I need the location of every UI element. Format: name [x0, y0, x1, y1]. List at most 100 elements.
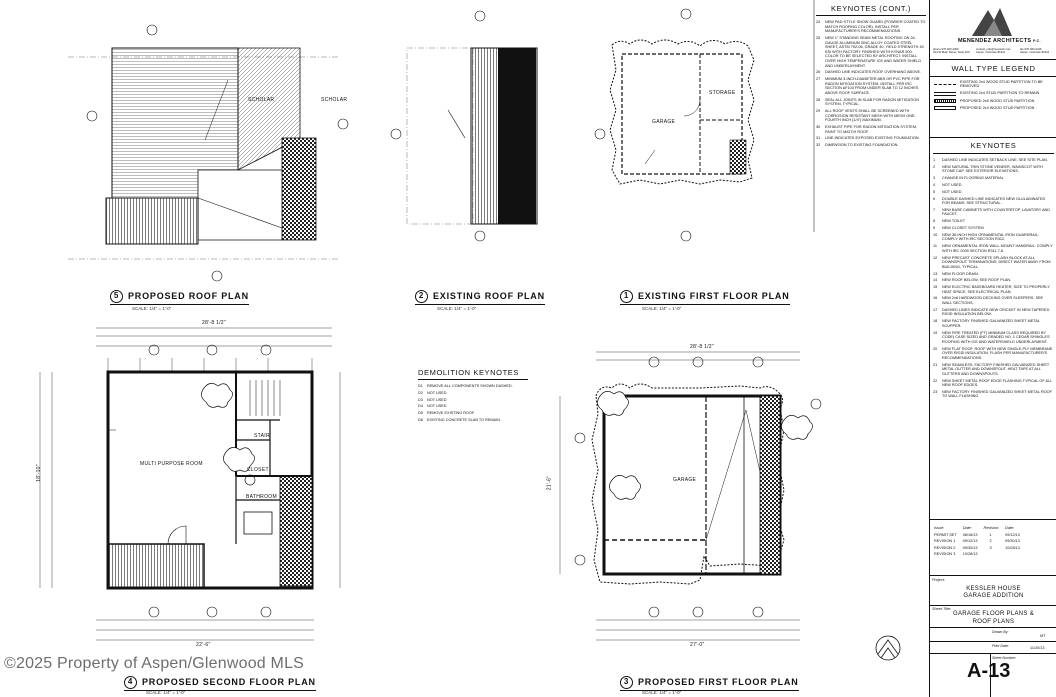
keynote-number: 19 — [933, 330, 938, 335]
keynote-number: 31 — [816, 136, 821, 141]
wall-type-legend: WALL TYPE LEGEND EXISTING 2x4 WOOD STUD … — [930, 60, 1056, 138]
wall-legend-item: PROPOSED 2x4 WOOD STUD PARTITION — [934, 106, 1053, 110]
plan-scale: SCALE: 1/4" = 1'-0" — [437, 306, 477, 311]
keynote-text: REMOVE EXISTING ROOF — [427, 411, 475, 416]
dimension-left-plan4: 18'-10" — [35, 464, 42, 482]
firm-contact-mid: contact_info@menarch.com Aspen, Colorado… — [976, 47, 1011, 55]
keynote-text: NEW PRECAST CONCRETE SPLASH BLOCK AT ALL… — [942, 255, 1051, 269]
dimension-top-overall-plan3: 28'-8 1/2" — [690, 344, 715, 350]
room-label-closet: CLOSET — [247, 467, 269, 473]
wall-legend-label: EXISTING 2x4 WOOD STUD PARTITION TO BE R… — [960, 80, 1043, 89]
revision-cell: 10/28/13 — [962, 552, 978, 557]
keynote-text: NEW FIRE TREATED (FT) MINIMUM CLASS REQU… — [942, 330, 1050, 344]
plan-scale: SCALE: 1/4" = 1'-0" — [146, 690, 186, 695]
plan-number-badge: 5 — [110, 290, 123, 303]
revision-cell: REVISION 1 — [934, 539, 956, 544]
revision-cell: REVISION 2 — [934, 545, 956, 550]
keynote-item: 19 NEW FIRE TREATED (FT) MINIMUM CLASS RE… — [933, 331, 1054, 345]
existing-first-floor-drawing — [594, 8, 755, 242]
keynote-number: 17 — [933, 307, 938, 312]
plan-number-badge: 3 — [620, 676, 633, 689]
revision-cell: 09/12/13 — [962, 539, 978, 544]
dimension-bottom-overall-plan4: 22'-6" — [196, 642, 211, 648]
keynote-item: D6 EXISTING CONCRETE SLAB TO REMAIN. — [418, 418, 528, 423]
keynote-text: EXISTING CONCRETE SLAB TO REMAIN. — [427, 417, 501, 422]
plan-scale: SCALE: 1/4" = 1'-0" — [132, 306, 172, 311]
keynote-text: NEW ELECTRIC BASEBOARD HEATER, SIZE TO P… — [942, 285, 1050, 294]
dimension-top-overall-plan4: 28'-8 1/2" — [202, 320, 227, 326]
revision-header-cell: Date: — [962, 526, 972, 530]
revision-cell: PERMIT SET — [934, 532, 957, 537]
keynote-number: 1 — [933, 158, 936, 162]
project-name: KESSLER HOUSE GARAGE ADDITION — [963, 586, 1024, 599]
keynote-number: 5 — [933, 189, 936, 194]
revision-row: PERMIT SET 08/16/13 1 09/12/13 — [934, 533, 1024, 538]
room-label-storage: STORAGE — [709, 90, 736, 96]
proposed-second-floor-drawing — [39, 327, 341, 641]
keynote-text: NOT USED — [427, 404, 447, 409]
keynote-number: 29 — [816, 109, 821, 114]
room-label-scholar-1: SCHOLAR — [248, 97, 275, 103]
keynote-number: D6 — [418, 417, 423, 422]
firm-contact-left: phone 970.920.4400 314 W Main Street, Su… — [933, 47, 970, 55]
print-date-label: Print Date: — [992, 644, 1009, 648]
project-block: Project: KESSLER HOUSE GARAGE ADDITION — [930, 576, 1056, 606]
keynote-text: EXHAUST PIPE FOR RADON MITIGATION SYSTEM… — [825, 125, 918, 134]
keynote-number: 28 — [816, 97, 821, 102]
keynote-text: CHANGE IN FLOORING MATERIAL — [942, 176, 1004, 181]
revision-cell: 09/12/13 — [1005, 532, 1020, 537]
keynote-number: D2 — [418, 390, 423, 395]
keynote-number: D1 — [418, 384, 423, 388]
keynote-number: 3 — [933, 176, 936, 181]
sheet-number-label: Sheet Number: — [992, 656, 1017, 660]
keynote-number: 21 — [933, 362, 938, 367]
keynote-number: 8 — [933, 219, 936, 224]
keynote-item: 6 DOUBLE DASHED LINE INDICATES NEW GLULAM… — [933, 197, 1054, 206]
keynote-number: 13 — [933, 271, 938, 276]
keynote-number: 7 — [933, 207, 936, 212]
keynote-text: NEW 36-INCH HIGH ORNAMENTAL IRON GUARDRA… — [942, 232, 1040, 242]
room-label-bathroom: BATHROOM — [246, 494, 277, 500]
wall-legend-title: WALL TYPE LEGEND — [930, 64, 1056, 77]
revision-cell: 09/30/13 — [1005, 539, 1020, 544]
keynote-number: 20 — [933, 346, 938, 351]
plan-number-badge: 1 — [620, 290, 633, 303]
wall-legend-label: PROPOSED 2x4 WOOD STUD PARTITION — [960, 105, 1035, 110]
keynote-item: 25 NEW 1" STANDING SEAM METAL ROOFING ON … — [816, 36, 926, 68]
revision-header-row: Issue:Date:Revision:Date: — [934, 526, 1024, 531]
keynote-number: 25 — [816, 35, 821, 40]
revision-cell: 08/16/13 — [962, 532, 978, 537]
keynote-number: 6 — [933, 196, 936, 201]
firm-block: MENENDEZ ARCHITECTS P.C. phone 970.920.4… — [930, 0, 1056, 60]
keynote-text: DOUBLE DASHED LINE INDICATES NEW GLULAMI… — [942, 196, 1046, 206]
wall-type-swatch-icon — [934, 105, 956, 110]
keynote-number: 12 — [933, 255, 938, 260]
revision-cell: 1 — [989, 532, 992, 537]
revision-cell — [1005, 552, 1024, 557]
plan-title-text: EXISTING ROOF PLAN — [433, 290, 545, 301]
keynote-text: SEAL ALL JOINTS IN SLAB FOR RADON MITIGA… — [825, 97, 919, 107]
drawn-by-row: Drawn By: MT — [930, 628, 1056, 642]
revision-cell: 09/30/13 — [962, 545, 978, 550]
title-block: MENENDEZ ARCHITECTS P.C. phone 970.920.4… — [929, 0, 1056, 697]
keynote-text: NEW 1" STANDING SEAM METAL ROOFING ON 24… — [825, 35, 924, 68]
keynote-number: D4 — [418, 404, 423, 409]
keynote-text: NEW FACTORY FINISHED GALVANIZED SHEET ME… — [942, 389, 1052, 399]
dimension-bottom-overall-plan3: 27'-0" — [690, 642, 705, 648]
